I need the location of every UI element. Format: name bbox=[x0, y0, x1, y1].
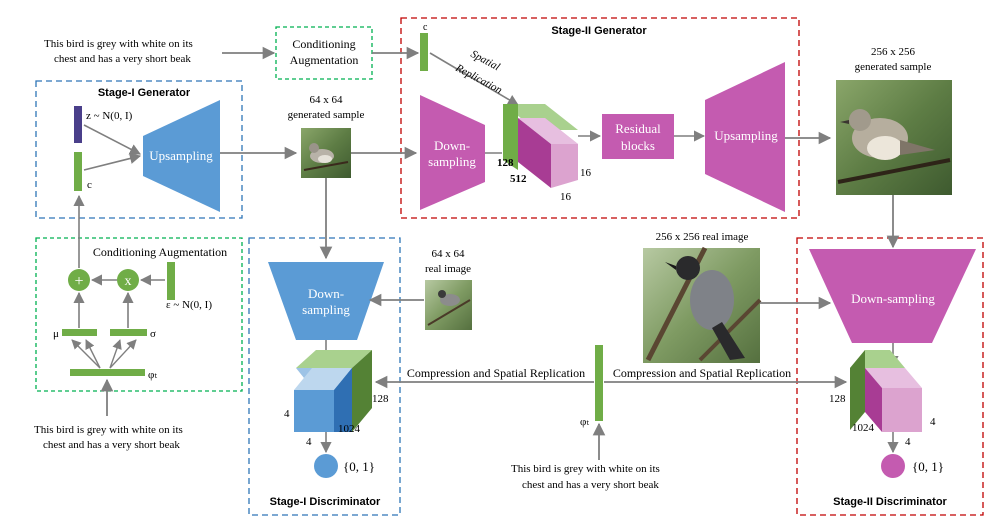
text-description-left-2: chest and has a very short beak bbox=[43, 439, 180, 451]
phi-bar-middle bbox=[595, 345, 603, 421]
d2-output-node bbox=[881, 454, 905, 478]
c-vector-bar bbox=[74, 152, 82, 191]
phi-label-middle: φₜ bbox=[580, 416, 589, 428]
z-label: z ~ N(0, I) bbox=[86, 110, 133, 122]
d2-cube-4a: 4 bbox=[930, 416, 936, 428]
d1-cube-4a: 4 bbox=[284, 408, 290, 420]
text-description-mid-1: This bird is grey with white on its bbox=[511, 463, 660, 475]
stage2-down-label-2: sampling bbox=[428, 154, 476, 169]
real-image-64 bbox=[425, 280, 472, 330]
sample64-label-1: 64 x 64 bbox=[310, 94, 344, 106]
mu-label: μ bbox=[53, 328, 59, 340]
eps-label: ε ~ N(0, I) bbox=[166, 299, 212, 311]
eps-bar bbox=[167, 262, 175, 300]
times-symbol: x bbox=[125, 274, 132, 289]
d1-cube-128: 128 bbox=[372, 393, 389, 405]
stage1-discriminator-box bbox=[248, 237, 401, 516]
generated-sample-64-image bbox=[301, 128, 351, 178]
arrow-phi-to-sigma-b bbox=[109, 339, 137, 369]
stage2-generator-title: Stage-II Generator bbox=[551, 25, 647, 37]
stage2-discriminator-title: Stage-II Discriminator bbox=[833, 496, 947, 508]
cube2g-512: 512 bbox=[510, 173, 527, 185]
d1-down-label-2: sampling bbox=[302, 302, 350, 317]
c2-vector-bar bbox=[420, 33, 428, 71]
mu-bar bbox=[62, 329, 97, 336]
c-label: c bbox=[87, 179, 92, 191]
d1-downsampling-block bbox=[268, 262, 384, 340]
z-noise-bar bbox=[74, 106, 82, 143]
generated-sample-256-image bbox=[836, 80, 952, 195]
stage1-generator-box bbox=[35, 80, 243, 219]
stage2-gen-feature-cube bbox=[503, 104, 578, 188]
residual-label-1: Residual bbox=[615, 121, 661, 136]
stage1-generator-title: Stage-I Generator bbox=[98, 87, 191, 99]
d1-cube-1024: 1024 bbox=[338, 423, 361, 435]
sample256-label-1: 256 x 256 bbox=[871, 46, 916, 58]
d1-feature-cube bbox=[294, 350, 372, 432]
sigma-bar bbox=[110, 329, 147, 336]
ca-left-title: Conditioning Augmentation bbox=[93, 245, 227, 259]
d2-feature-cube bbox=[850, 350, 922, 432]
stage1-discriminator-title: Stage-I Discriminator bbox=[270, 496, 381, 508]
times-node bbox=[117, 269, 139, 291]
plus-symbol: + bbox=[74, 273, 83, 290]
real64-label-2: real image bbox=[425, 263, 471, 275]
stage2-generator-box bbox=[400, 17, 800, 219]
text-description-top-2: chest and has a very short beak bbox=[54, 53, 191, 65]
stage2-down-label-1: Down- bbox=[434, 138, 470, 153]
compression-label-left: Compression and Spatial Replication bbox=[407, 366, 585, 380]
d2-cube-4b: 4 bbox=[905, 436, 911, 448]
d1-down-label-1: Down- bbox=[308, 286, 344, 301]
arrow-z-to-upsample bbox=[83, 124, 141, 155]
arrow-phi-to-sigma-a bbox=[109, 339, 122, 369]
cube2g-16a: 16 bbox=[580, 167, 592, 179]
ca-top-label-2: Augmentation bbox=[290, 53, 359, 67]
residual-blocks bbox=[602, 114, 674, 159]
d1-output-label: {0, 1} bbox=[343, 459, 375, 474]
d2-down-label: Down-sampling bbox=[851, 291, 935, 306]
stage1-upsampling-block bbox=[143, 100, 220, 212]
text-description-top-1: This bird is grey with white on its bbox=[44, 38, 193, 50]
arrow-phi-to-mu-a bbox=[71, 339, 101, 369]
real256-label: 256 x 256 real image bbox=[656, 231, 749, 243]
compression-label-right: Compression and Spatial Replication bbox=[613, 366, 791, 380]
d2-output-label: {0, 1} bbox=[912, 459, 944, 474]
residual-label-2: blocks bbox=[621, 138, 655, 153]
c2-label: c bbox=[423, 22, 428, 33]
text-description-left-1: This bird is grey with white on its bbox=[34, 424, 183, 436]
arrow-spatial-replication bbox=[429, 52, 519, 106]
stage2-downsampling-block bbox=[420, 95, 485, 210]
real-image-256 bbox=[643, 246, 762, 363]
sample256-label-2: generated sample bbox=[855, 61, 932, 73]
d1-output-node bbox=[314, 454, 338, 478]
cube2g-128: 128 bbox=[497, 157, 514, 169]
arrow-phi-to-mu-b bbox=[85, 339, 101, 369]
stage2-upsampling-label: Upsampling bbox=[714, 128, 778, 143]
ca-left-box bbox=[35, 237, 243, 392]
d2-downsampling-block bbox=[809, 249, 976, 343]
cube2g-16b: 16 bbox=[560, 191, 572, 203]
text-description-mid-2: chest and has a very short beak bbox=[522, 479, 659, 491]
d2-cube-128: 128 bbox=[829, 393, 846, 405]
phi-label-left: φₜ bbox=[148, 369, 157, 381]
stage2-upsampling-block bbox=[705, 62, 785, 212]
arrow-c-to-upsample bbox=[83, 153, 142, 171]
sigma-label: σ bbox=[150, 328, 156, 340]
ca-top-label-1: Conditioning bbox=[292, 37, 355, 51]
plus-node bbox=[68, 269, 90, 291]
d2-cube-1024: 1024 bbox=[852, 422, 875, 434]
phi-bar-left bbox=[70, 369, 145, 376]
sample64-label-2: generated sample bbox=[288, 109, 365, 121]
stage1-upsampling-label: Upsampling bbox=[149, 148, 213, 163]
d1-cube-4b: 4 bbox=[306, 436, 312, 448]
real64-label-1: 64 x 64 bbox=[432, 248, 466, 260]
